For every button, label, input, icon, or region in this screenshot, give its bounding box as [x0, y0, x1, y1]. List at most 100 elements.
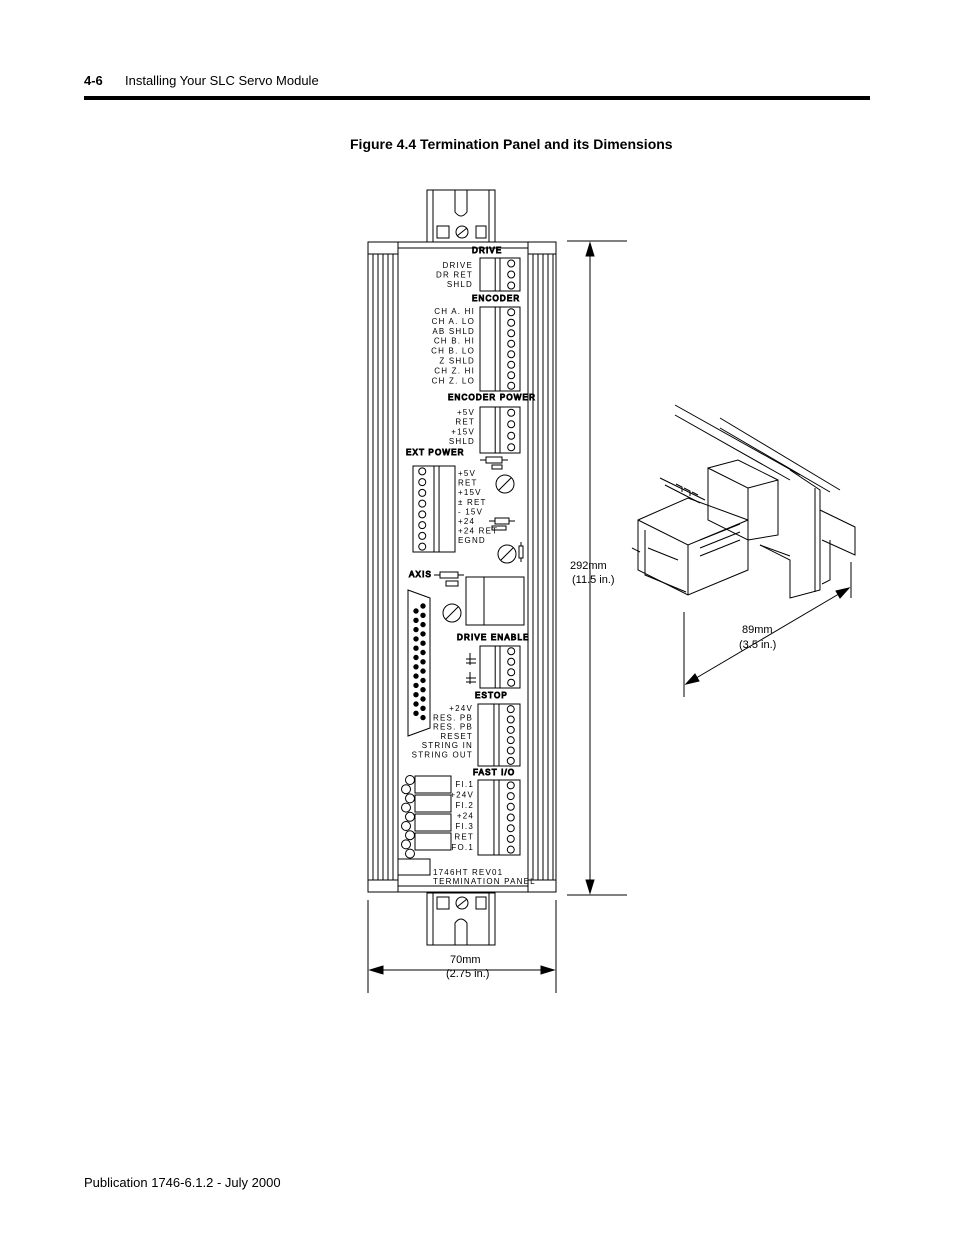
led [405, 775, 415, 785]
terminal-screw [507, 308, 516, 317]
pin-label: +24V [450, 791, 474, 800]
depth-mm: 89mm [742, 624, 773, 636]
dsub-pin [420, 603, 426, 609]
panel-id-line1: 1746HT REV01 [433, 868, 503, 877]
pin-label: +15V [458, 488, 482, 497]
dsub-pin [413, 654, 419, 661]
width-in: (2.75 in.) [446, 968, 489, 980]
terminal-screw [418, 488, 427, 497]
terminal-screw [418, 499, 427, 508]
dsub-pin [413, 701, 419, 707]
terminal-screw [418, 542, 427, 551]
led [401, 784, 411, 795]
terminal-screw [418, 478, 427, 487]
led [401, 821, 411, 831]
din-rail-clip-top [426, 189, 496, 243]
panel-body [367, 241, 557, 893]
fast-io-terminal-block [477, 779, 521, 856]
pin-label: - 15V [458, 507, 483, 516]
pin-label: SHLD [449, 437, 475, 446]
led [401, 839, 411, 850]
din-rail-clip-bottom [426, 892, 496, 946]
terminal-screw [418, 510, 427, 519]
dsub-pin [420, 631, 426, 637]
pin-label: RES. PB [433, 723, 473, 732]
pin-label: +24 [457, 812, 474, 821]
pin-label: SHLD [447, 280, 473, 289]
terminal-screw [418, 531, 427, 540]
drive-enable-terminal-block [479, 645, 521, 689]
terminal-screw [507, 420, 516, 429]
pin-label: CH B. LO [431, 347, 475, 356]
dsub-pin [420, 612, 426, 618]
led [405, 848, 415, 859]
dsub-pin [420, 621, 426, 628]
encoder-heading: ENCODER [472, 294, 520, 303]
fast-io-leds [401, 775, 415, 859]
terminal-screw [507, 668, 516, 677]
pin-label: STRING OUT [412, 751, 473, 760]
pin-label: CH B. HI [434, 337, 475, 346]
pin-label: RET [454, 833, 474, 842]
terminal-screw [506, 834, 515, 843]
trim-pot [442, 474, 517, 623]
terminal-screw [506, 781, 515, 790]
height-dimension [567, 240, 627, 896]
pin-label: FO.1 [451, 843, 474, 852]
dsub-pin [413, 664, 419, 670]
header-rule [84, 96, 870, 100]
dsub-pin [420, 640, 426, 646]
terminal-screw [507, 431, 516, 440]
terminal-screw [418, 521, 427, 530]
pin-label: RET [455, 418, 475, 427]
pin-label: +5V [458, 469, 476, 478]
isometric-side-view [631, 404, 856, 599]
terminal-screw [506, 802, 515, 811]
pin-label: STRING IN [422, 741, 473, 750]
page-number: 4-6 [84, 73, 103, 88]
dsub-pin [420, 668, 426, 674]
terminal-screw [506, 705, 515, 714]
drive-enable-heading: DRIVE ENABLE [457, 633, 530, 642]
dsub-pin [413, 645, 419, 651]
estop-terminal-block [477, 703, 521, 767]
pin-label: +5V [457, 408, 475, 417]
pin-label: AB SHLD [432, 327, 475, 336]
dsub-pin [420, 649, 426, 656]
led [405, 811, 415, 822]
pin-label: CH Z. LO [432, 376, 475, 385]
dsub-pin [413, 608, 419, 614]
terminal-screw [507, 443, 516, 452]
terminal-screw [507, 371, 516, 380]
height-mm: 292mm [570, 560, 607, 572]
terminal-screw [418, 467, 427, 476]
header-title: Installing Your SLC Servo Module [125, 73, 319, 88]
width-mm: 70mm [450, 954, 481, 966]
depth-dimension [683, 562, 852, 697]
terminal-screw [507, 647, 516, 656]
dsub-pin [413, 692, 419, 698]
terminal-screw [506, 845, 515, 854]
resistor-components [434, 456, 524, 587]
terminal-screw [507, 339, 516, 348]
encoder-power-heading: ENCODER POWER [448, 393, 536, 402]
encoder-power-terminal-block [479, 406, 521, 454]
axis-relay-module [465, 576, 525, 626]
pin-label: CH Z. HI [434, 366, 475, 375]
terminal-screw [506, 746, 515, 755]
encoder-terminal-block [479, 306, 521, 392]
dsub-pin [420, 659, 426, 665]
terminal-screw [507, 381, 516, 390]
width-dimension [367, 900, 557, 993]
dsub-pin [420, 714, 426, 721]
dsub-pin [413, 626, 419, 633]
dsub-pin [420, 705, 426, 711]
dsub-pin [413, 636, 419, 642]
led [405, 793, 415, 804]
pin-label: +24 [458, 517, 475, 526]
